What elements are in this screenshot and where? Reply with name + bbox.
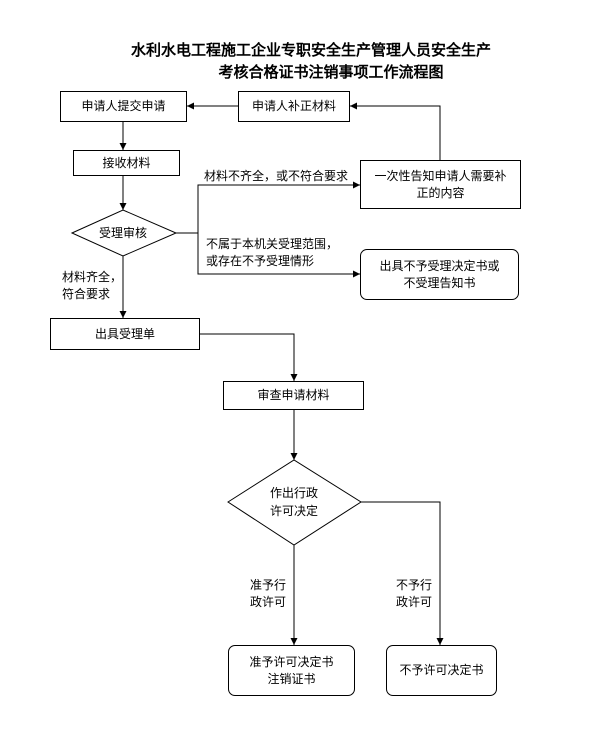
node-grant: 准予许可决定书 注销证书 bbox=[228, 645, 355, 696]
node-notify: 一次性告知申请人需要补正的内容 bbox=[360, 160, 521, 209]
label-complete-line2: 符合要求 bbox=[62, 287, 111, 301]
node-submit: 申请人提交申请 bbox=[60, 91, 187, 122]
label-grant-line2: 政许可 bbox=[250, 595, 287, 609]
node-reject-notice: 出具不予受理决定书或不受理告知书 bbox=[360, 249, 519, 300]
label-deny-line2: 政许可 bbox=[396, 595, 433, 609]
node-accept-slip: 出具受理单 bbox=[50, 318, 200, 350]
page-title: 水利水电工程施工企业专职安全生产管理人员安全生产 bbox=[130, 41, 491, 59]
node-decide-line2: 许可决定 bbox=[269, 504, 318, 518]
diamond-review-shape bbox=[70, 209, 178, 257]
label-grant: 准予行 政许可 bbox=[250, 577, 286, 611]
page-subtitle: 考核合格证书注销事项工作流程图 bbox=[218, 63, 444, 81]
node-receive: 接收材料 bbox=[73, 150, 180, 176]
label-complete-line1: 材料齐全， bbox=[62, 270, 123, 284]
diamond-decide-shape bbox=[227, 459, 362, 546]
node-review: 受理审核 bbox=[98, 226, 147, 240]
node-grant-line2: 注销证书 bbox=[267, 671, 316, 686]
label-deny-line1: 不予行 bbox=[396, 578, 433, 592]
label-incomplete: 材料不齐全，或不符合要求 bbox=[204, 169, 349, 183]
label-complete: 材料齐全， 符合要求 bbox=[62, 269, 122, 303]
node-decide-line1: 作出行政 bbox=[269, 486, 318, 500]
label-out-of-scope-line1: 不属于本机关受理范围， bbox=[206, 237, 339, 251]
node-decide: 作出行政 许可决定 bbox=[244, 484, 344, 520]
node-deny: 不予许可决定书 bbox=[386, 645, 497, 696]
node-grant-line1: 准予许可决定书 bbox=[249, 654, 334, 669]
arrow-accept-to-examine bbox=[200, 333, 298, 381]
node-supplement: 申请人补正材料 bbox=[238, 91, 350, 122]
label-grant-line1: 准予行 bbox=[250, 578, 287, 592]
node-examine: 审查申请材料 bbox=[223, 381, 364, 410]
arrow-review-to-notify bbox=[176, 181, 360, 234]
label-deny: 不予行 政许可 bbox=[396, 577, 432, 611]
arrow-decide-to-deny bbox=[361, 501, 444, 645]
arrow-notify-to-supplement bbox=[350, 102, 441, 160]
arrow-review-to-reject bbox=[197, 233, 360, 278]
label-out-of-scope-line2: 或存在不予受理情形 bbox=[206, 254, 315, 268]
label-out-of-scope: 不属于本机关受理范围， 或存在不予受理情形 bbox=[206, 236, 338, 270]
